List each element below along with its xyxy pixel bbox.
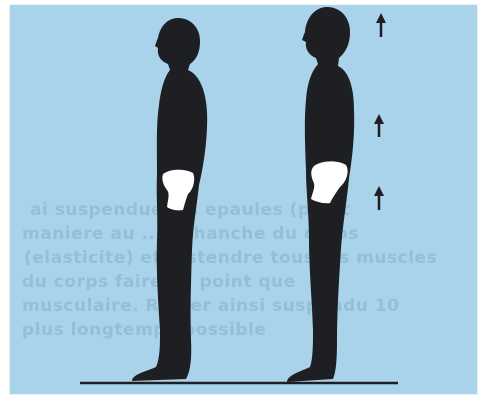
figure-stretched-posture: [287, 7, 354, 382]
stretch-arrow-middle: [374, 114, 384, 137]
stretch-arrow-top: [376, 13, 386, 37]
figure-relaxed-posture: [132, 18, 207, 381]
stretch-arrow-bottom: [374, 186, 384, 210]
